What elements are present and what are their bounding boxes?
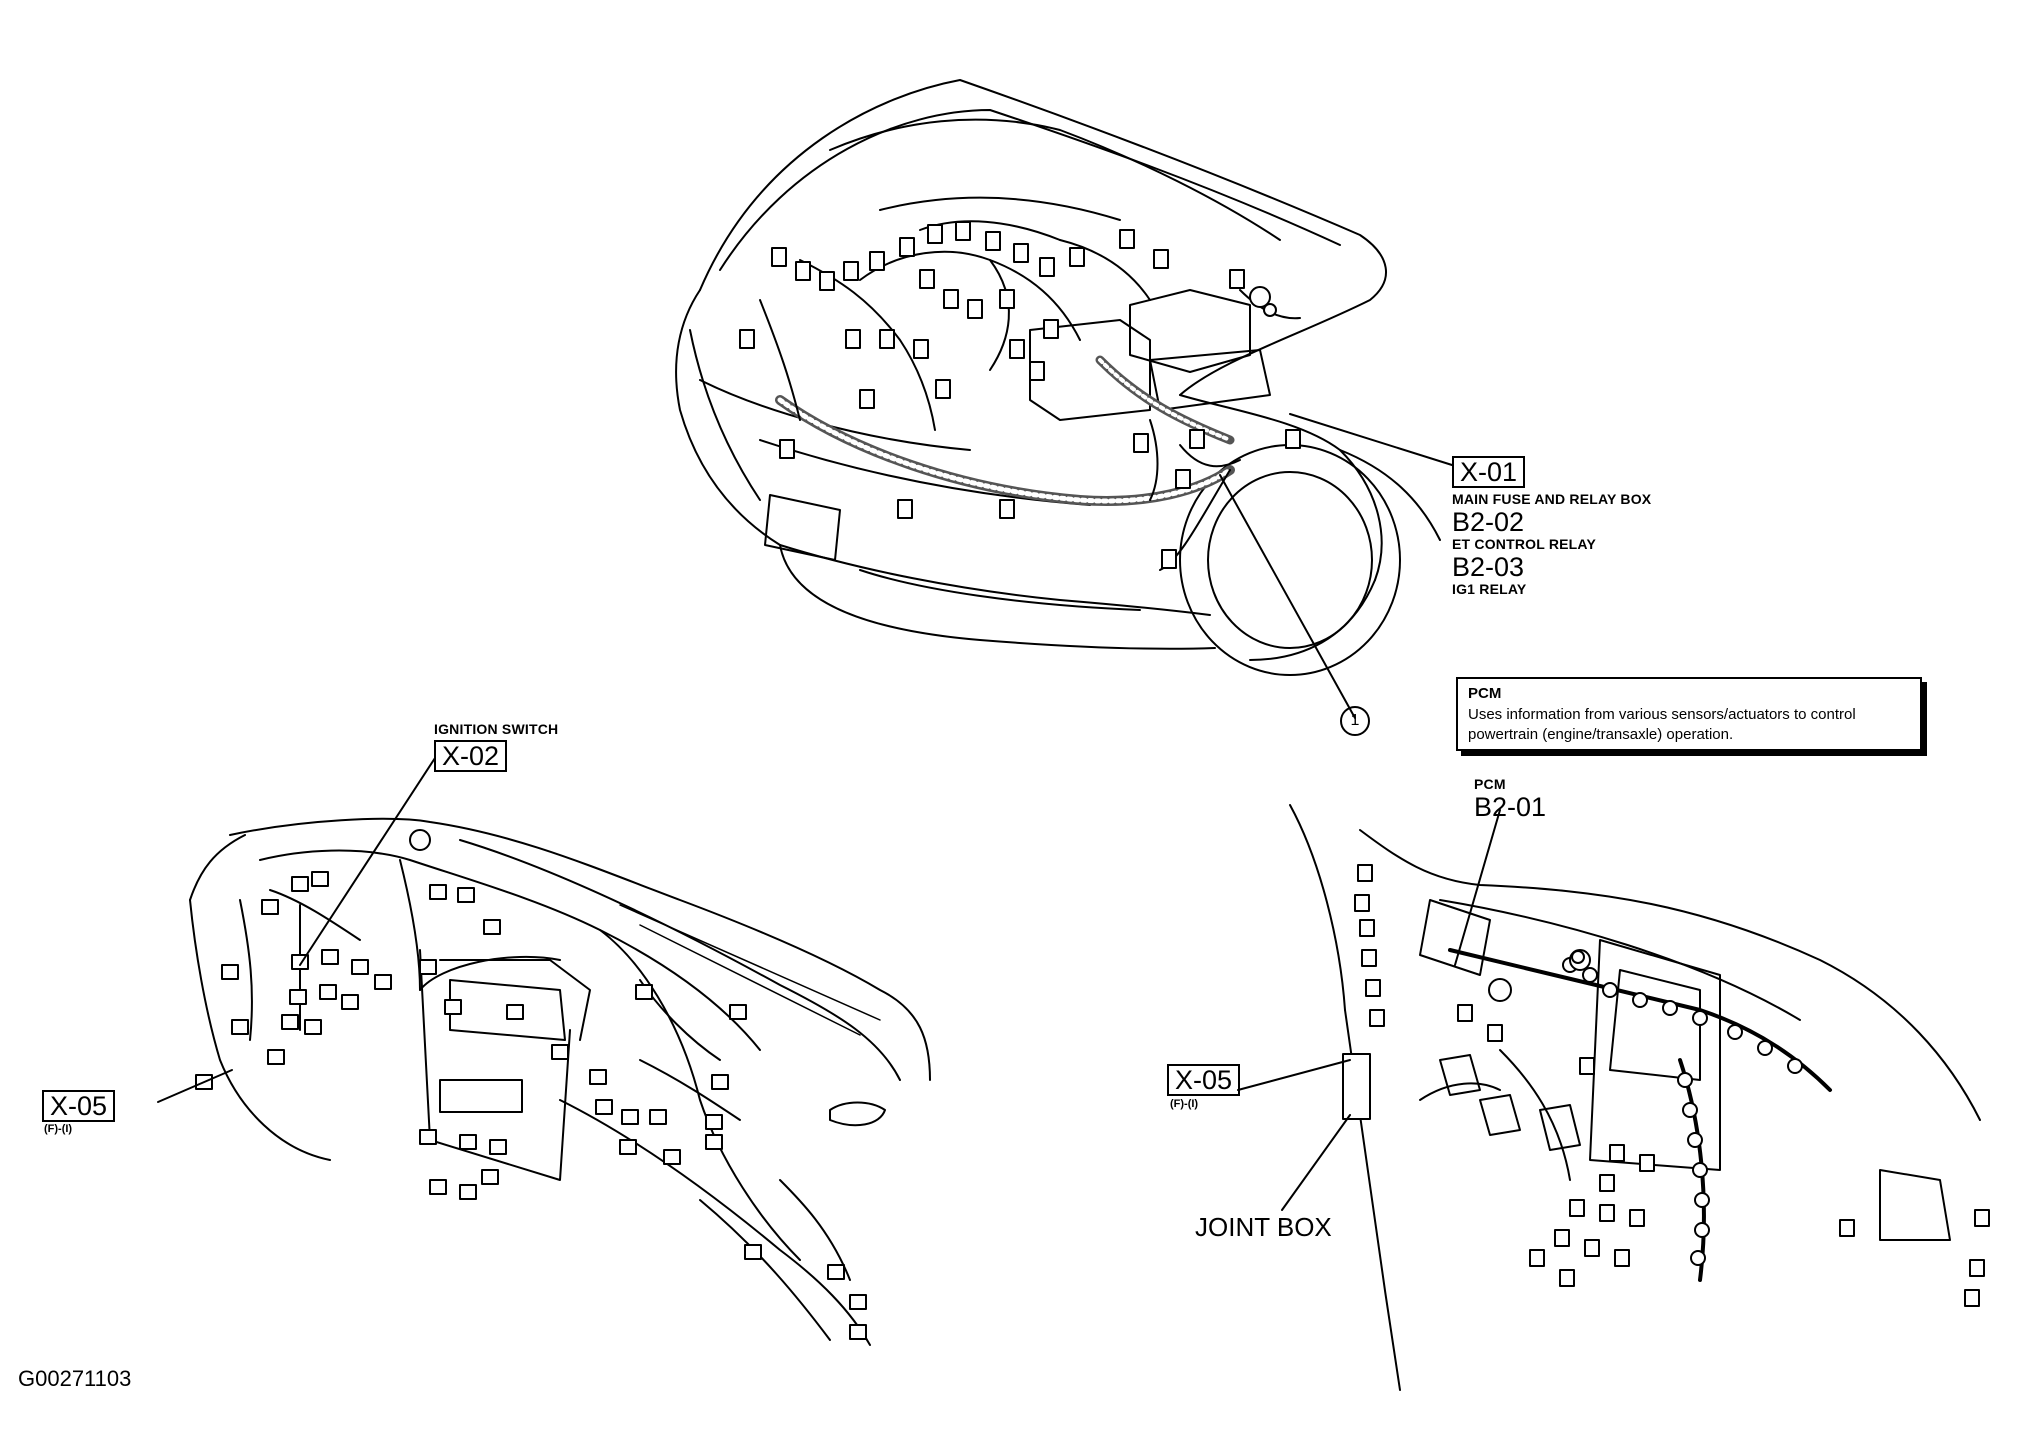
x02-name: IGNITION SWITCH: [434, 721, 559, 737]
dashboard-left-drawing: [189, 817, 931, 1346]
figure-reference: G00271103: [18, 1366, 132, 1391]
pcm-note-box: PCM Uses information from various sensor…: [1456, 677, 1922, 751]
callout-circle-1: 1: [1340, 706, 1370, 736]
x05-left-note: (F)-(I): [44, 1123, 73, 1135]
b203-code: B2-03: [1452, 552, 1525, 582]
b202-name: ET CONTROL RELAY: [1452, 536, 1596, 552]
engine-compartment-drawing: [675, 79, 1441, 676]
x02-code: X-02: [434, 740, 508, 772]
x05-left-code: X-05: [42, 1090, 116, 1122]
pcm-note-title: PCM: [1468, 685, 1502, 702]
x05-right-code: X-05: [1167, 1064, 1241, 1096]
x01-code: X-01: [1452, 456, 1526, 488]
b201-name: PCM: [1474, 776, 1506, 792]
dashboard-right-drawing: [1289, 804, 1990, 1391]
leader-lines-engine: [1219, 413, 1453, 719]
b201-code: B2-01: [1474, 792, 1547, 822]
pcm-note-text: Uses information from various sensors/ac…: [1468, 706, 1856, 743]
joint-box-label: JOINT BOX: [1195, 1212, 1332, 1242]
leader-lines-right: [1237, 809, 1501, 1211]
b203-name: IG1 RELAY: [1452, 581, 1527, 597]
leader-lines-left: [157, 757, 436, 1103]
x05-right-note: (F)-(I): [1170, 1098, 1199, 1110]
x01-name: MAIN FUSE AND RELAY BOX: [1452, 491, 1652, 507]
b202-code: B2-02: [1452, 507, 1525, 537]
